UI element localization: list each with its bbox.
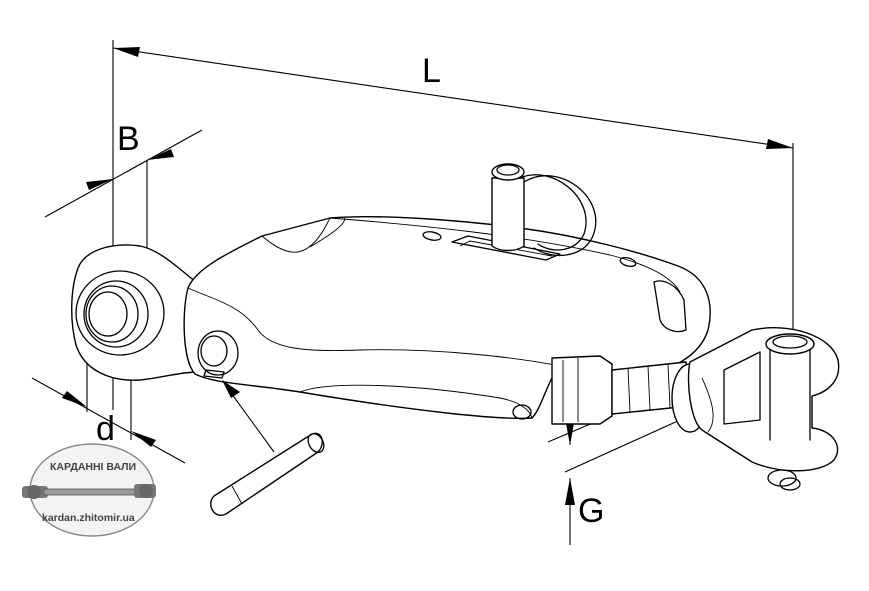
dimension-label-g: G	[578, 492, 604, 530]
dimension-label-l: L	[422, 52, 441, 90]
watermark-title: КАРДАННІ ВАЛИ	[50, 461, 136, 473]
fork-end	[671, 327, 840, 491]
dimension-g: G	[547, 360, 681, 545]
threaded-sleeve	[551, 355, 691, 425]
watermark-stamp: КАРДАННІ ВАЛИ kardan.zhitomir.ua	[22, 443, 156, 537]
lynch-pin	[491, 163, 597, 257]
loose-cross-pin	[210, 380, 325, 516]
ball-joint-eye	[71, 244, 199, 381]
dimension-d: d	[31, 338, 186, 464]
dimension-label-d: d	[96, 410, 115, 448]
dimension-label-b: B	[117, 120, 140, 158]
drive-shaft-icon	[22, 484, 156, 499]
dimension-b: B	[44, 120, 203, 250]
watermark-url: kardan.zhitomir.ua	[42, 512, 135, 524]
